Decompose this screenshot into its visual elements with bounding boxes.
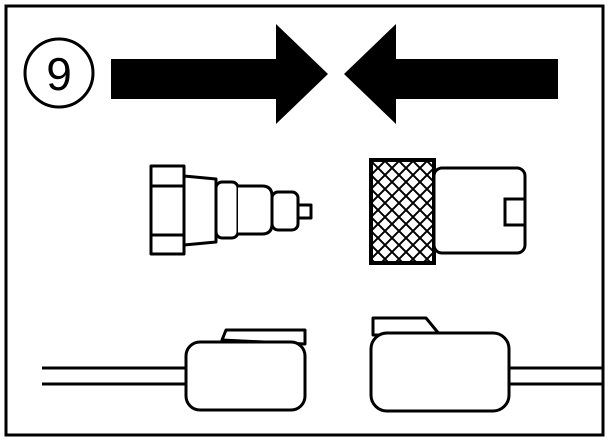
arrow-right-icon	[111, 24, 328, 124]
cable-connector-left-icon	[42, 328, 307, 412]
knurled-female-connector-icon	[369, 158, 527, 265]
step-badge: 9	[23, 37, 95, 109]
male-connector-icon	[149, 164, 313, 256]
cable-connector-right-icon	[369, 316, 603, 413]
arrow-left-icon	[344, 24, 558, 124]
step-circle	[23, 37, 95, 109]
step-number: 9	[46, 48, 72, 100]
